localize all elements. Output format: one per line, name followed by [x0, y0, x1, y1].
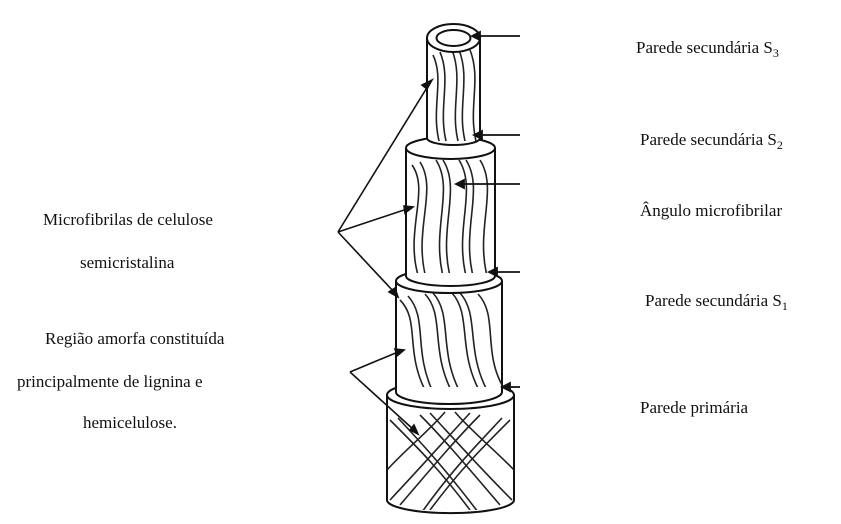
label-primary-wall: Parede primária	[640, 397, 748, 419]
s1-pointer-arrow	[489, 268, 520, 276]
label-s2: Parede secundária S2	[640, 129, 783, 152]
label-microfibril-angle: Ângulo microfibrilar	[640, 200, 782, 222]
label-microfibrils-line2: semicristalina	[80, 252, 174, 274]
s3-pointer-arrow	[472, 32, 520, 40]
label-amorphous-line3: hemicelulose.	[83, 412, 177, 434]
label-s1: Parede secundária S1	[645, 290, 788, 313]
s2-wall-layer	[406, 137, 495, 286]
label-s3: Parede secundária S3	[636, 37, 779, 60]
label-microfibrils-line1: Microfibrilas de celulose	[43, 209, 213, 231]
label-amorphous-line1: Região amorfa constituída	[45, 328, 224, 350]
s1-wall-layer	[396, 269, 502, 404]
s3-wall-layer	[427, 24, 480, 145]
label-amorphous-line2: principalmente de lignina e	[17, 371, 203, 393]
s2-pointer-arrow	[474, 131, 520, 139]
